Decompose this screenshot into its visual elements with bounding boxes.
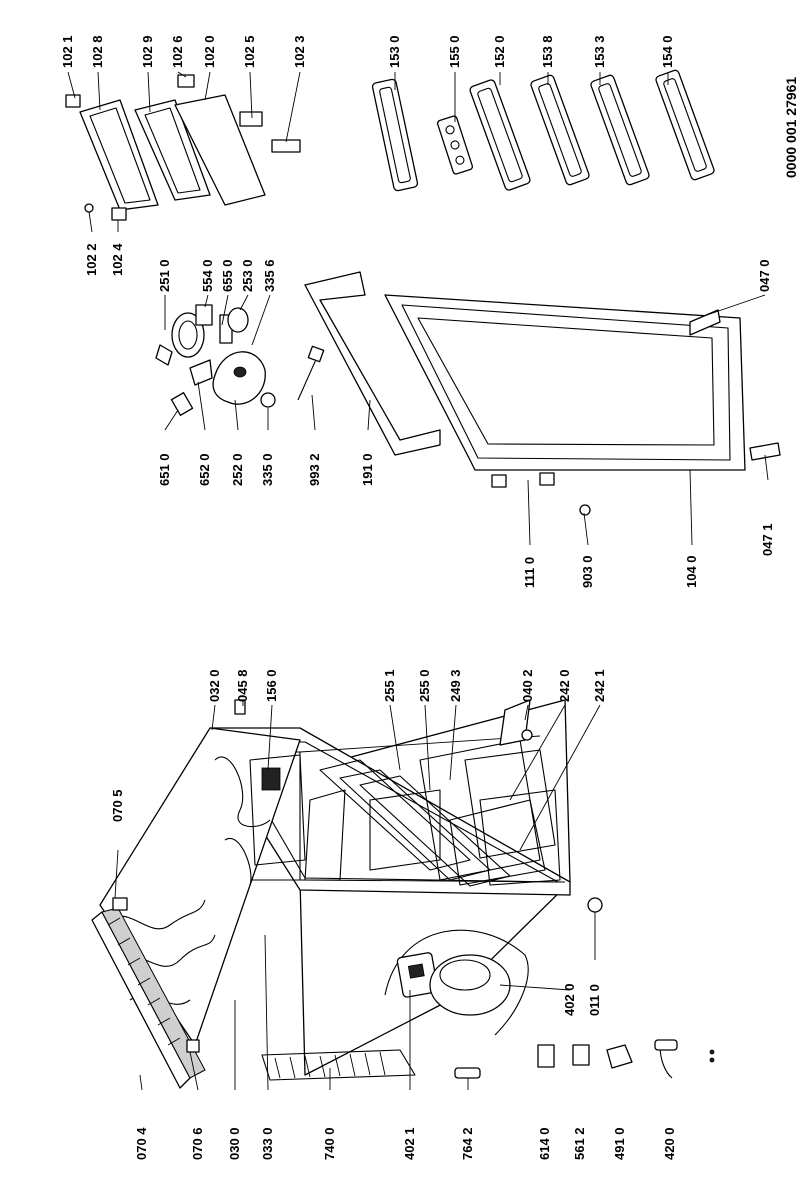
door-assembly (304, 271, 781, 516)
leader-lines (67, 71, 769, 1091)
door-shelves (371, 69, 715, 192)
callout-402-1: 402 1 (402, 1127, 417, 1160)
callout-102-4: 102 4 (110, 243, 125, 276)
callout-104-0: 104 0 (684, 555, 699, 588)
compressor-assembly (384, 929, 529, 1036)
callout-252-0: 252 0 (230, 453, 245, 486)
callout-335-6: 335 6 (262, 259, 277, 292)
control-housing-parts (155, 304, 325, 416)
callout-255-0: 255 0 (417, 669, 432, 702)
callout-251-0: 251 0 (157, 259, 172, 292)
callout-047-0: 047 0 (757, 259, 772, 292)
freezer-compartment (249, 754, 306, 866)
callout-labels: 102 1 102 8 102 9 102 6 102 0 102 5 102 … (60, 35, 799, 1160)
callout-191-0: 191 0 (360, 453, 375, 486)
callout-045-8: 045 8 (235, 669, 250, 702)
callout-420-0: 420 0 (662, 1127, 677, 1160)
document-number: 0000 001 27961 (783, 77, 799, 178)
callout-102-3: 102 3 (292, 35, 307, 68)
callout-070-5: 070 5 (110, 789, 125, 822)
crisper-lower (479, 789, 561, 886)
callout-040-2: 040 2 (520, 669, 535, 702)
callout-102-5: 102 5 (242, 35, 257, 68)
callout-154-0: 154 0 (660, 35, 675, 68)
callout-102-1: 102 1 (60, 35, 75, 68)
callout-993-2: 993 2 (307, 453, 322, 486)
callout-102-0: 102 0 (202, 35, 217, 68)
callout-764-2: 764 2 (460, 1127, 475, 1160)
callout-152-0: 152 0 (492, 35, 507, 68)
callout-491-0: 491 0 (612, 1127, 627, 1160)
callout-253-0: 253 0 (240, 259, 255, 292)
callout-903-0: 903 0 (580, 555, 595, 588)
callout-070-4: 070 4 (134, 1127, 149, 1160)
callout-249-3: 249 3 (448, 669, 463, 702)
callout-102-2: 102 2 (84, 243, 99, 276)
callout-651-0: 651 0 (157, 453, 172, 486)
small-parts-bottom (112, 699, 715, 1079)
callout-153-3: 153 3 (592, 35, 607, 68)
callout-102-6: 102 6 (170, 35, 185, 68)
callout-242-0: 242 0 (557, 669, 572, 702)
callout-655-0: 655 0 (220, 259, 235, 292)
callout-740-0: 740 0 (322, 1127, 337, 1160)
callout-402-0: 402 0 (562, 983, 577, 1016)
callout-614-0: 614 0 (537, 1127, 552, 1160)
callout-335-0: 335 0 (260, 453, 275, 486)
callout-561-2: 561 2 (572, 1127, 587, 1160)
crisper-upper (464, 749, 556, 859)
callout-033-0: 033 0 (260, 1127, 275, 1160)
callout-554-0: 554 0 (200, 259, 215, 292)
callout-156-0: 156 0 (264, 669, 279, 702)
callout-255-1: 255 1 (382, 669, 397, 702)
shelves (304, 739, 546, 887)
callout-242-1: 242 1 (592, 669, 607, 702)
callout-032-0: 032 0 (207, 669, 222, 702)
callout-652-0: 652 0 (197, 453, 212, 486)
callout-153-8: 153 8 (540, 35, 555, 68)
callout-030-0: 030 0 (227, 1127, 242, 1160)
callout-047-1: 047 1 (760, 523, 775, 556)
callout-153-0: 153 0 (387, 35, 402, 68)
callout-102-8: 102 8 (90, 35, 105, 68)
callout-102-9: 102 9 (140, 35, 155, 68)
freezer-grille (261, 767, 281, 791)
callout-155-0: 155 0 (447, 35, 462, 68)
freezer-door-parts (65, 74, 301, 221)
callout-011-0: 011 0 (587, 984, 602, 1016)
callout-111-0: 111 0 (522, 557, 537, 588)
callout-070-6: 070 6 (190, 1127, 205, 1160)
